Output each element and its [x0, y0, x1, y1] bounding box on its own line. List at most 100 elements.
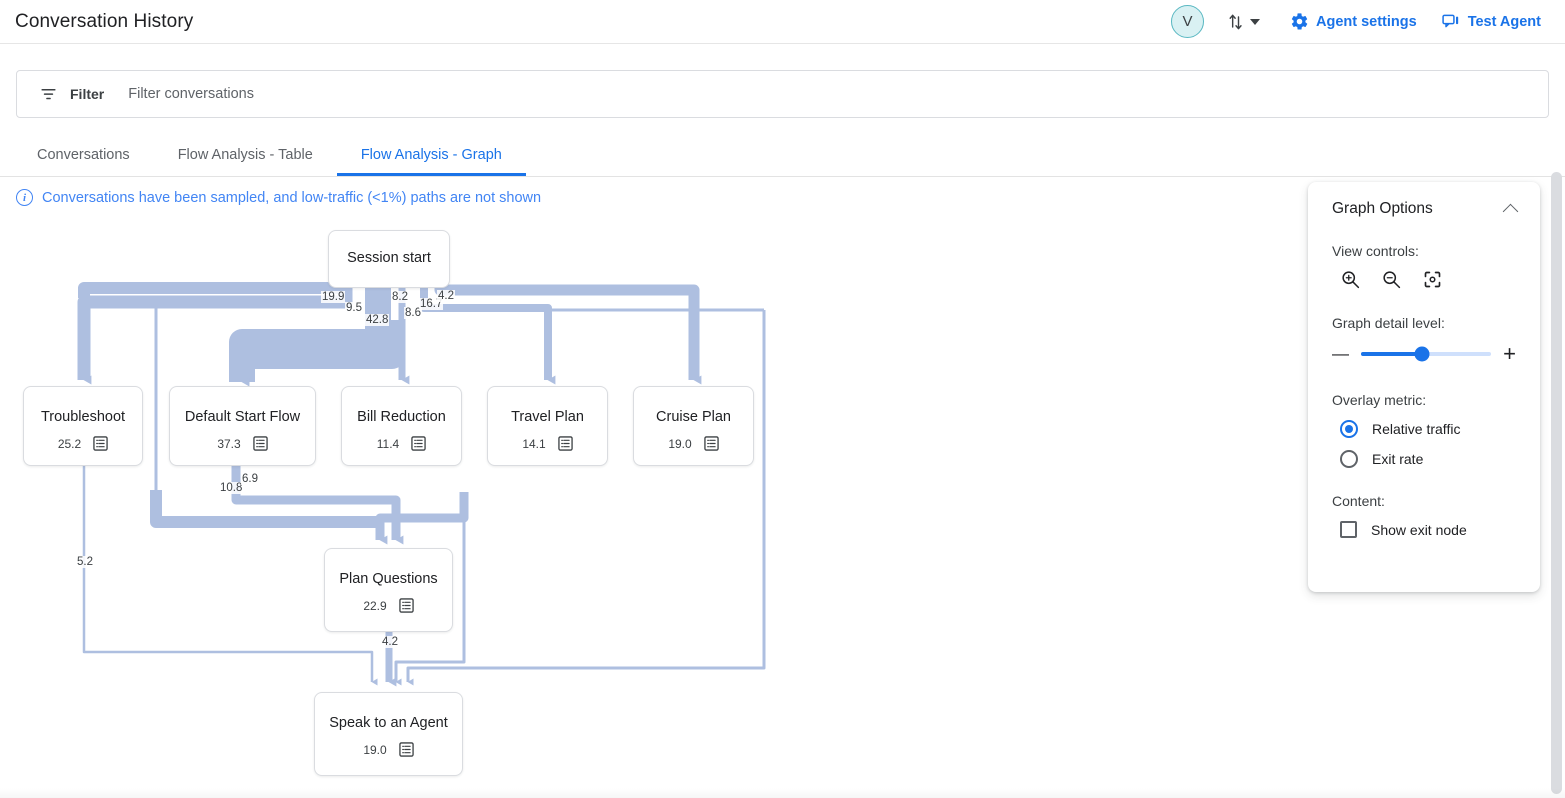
graph-node-label: Plan Questions — [339, 571, 438, 587]
sort-control[interactable] — [1226, 12, 1260, 32]
graph-node-bill-reduction[interactable]: Bill Reduction 11.4 — [341, 386, 462, 466]
graph-node-speak-to-an-agent[interactable]: Speak to an Agent 19.0 — [314, 692, 463, 776]
list-view-icon[interactable] — [398, 598, 414, 613]
graph-detail-level-label: Graph detail level: — [1332, 315, 1445, 331]
overlay-option-relative-traffic[interactable]: Relative traffic — [1340, 420, 1516, 438]
bottom-fade — [0, 788, 1565, 798]
page-title: Conversation History — [15, 10, 194, 32]
filter-input[interactable] — [126, 85, 727, 103]
chevron-down-icon — [1249, 18, 1260, 25]
edge-label-8-2: 8.2 — [391, 291, 409, 303]
graph-node-value: 19.0 — [668, 436, 692, 451]
list-view-icon[interactable] — [252, 436, 268, 451]
graph-node-label: Troubleshoot — [40, 409, 126, 425]
graph-detail-level-control: — + — [1332, 341, 1516, 367]
graph-node-troubleshoot[interactable]: Troubleshoot 25.2 — [23, 386, 143, 466]
graph-node-session-start[interactable]: Session start — [328, 230, 450, 288]
flow-graph-canvas[interactable]: Session start Troubleshoot 25.2 Default … — [0, 170, 1548, 798]
detail-slider-thumb[interactable] — [1414, 346, 1430, 362]
avatar[interactable]: V — [1170, 5, 1204, 38]
edge-label-10-8: 10.8 — [219, 482, 244, 494]
gear-icon — [1291, 13, 1308, 30]
filter-label: Filter — [70, 86, 105, 102]
edge-label-19-9: 19.9 — [321, 291, 346, 303]
tab-conversations[interactable]: Conversations — [37, 146, 130, 163]
test-agent-button[interactable]: Test Agent — [1441, 12, 1541, 32]
graph-node-value: 22.9 — [363, 598, 387, 613]
agent-settings-label: Agent settings — [1315, 13, 1417, 30]
graph-node-meta: 37.3 — [217, 436, 268, 451]
graph-node-label: Speak to an Agent — [329, 715, 448, 731]
graph-node-travel-plan[interactable]: Travel Plan 14.1 — [487, 386, 608, 466]
tab-flow-analysis-table[interactable]: Flow Analysis - Table — [177, 146, 313, 163]
graph-node-value: 19.0 — [363, 742, 387, 757]
list-view-icon[interactable] — [557, 436, 573, 451]
overlay-option-label: Relative traffic — [1372, 421, 1461, 437]
graph-node-label: Bill Reduction — [357, 409, 446, 425]
graph-node-plan-questions[interactable]: Plan Questions 22.9 — [324, 548, 453, 632]
graph-node-default-start-flow[interactable]: Default Start Flow 37.3 — [169, 386, 316, 466]
detail-slider[interactable] — [1361, 346, 1492, 362]
sampling-notice-text: Conversations have been sampled, and low… — [42, 189, 542, 206]
edge-label-6-9: 6.9 — [241, 473, 259, 485]
filter-bar[interactable]: Filter — [16, 70, 1549, 118]
tab-flow-analysis-graph[interactable]: Flow Analysis - Graph — [336, 133, 526, 176]
radio-exit-rate[interactable] — [1340, 450, 1358, 468]
edge-label-4-2-top: 4.2 — [437, 290, 455, 302]
graph-node-label: Session start — [347, 250, 431, 266]
chat-bubble-icon — [1442, 14, 1458, 27]
checkbox-show-exit-node[interactable] — [1340, 521, 1357, 538]
content-option-label: Show exit node — [1371, 521, 1467, 538]
zoom-in-icon[interactable] — [1340, 269, 1361, 290]
center-focus-icon[interactable] — [1422, 269, 1443, 290]
list-view-icon[interactable] — [398, 742, 414, 757]
content-label: Content: — [1332, 493, 1385, 509]
view-controls — [1340, 269, 1516, 290]
graph-options-panel: Graph Options View controls: Graph detai… — [1308, 182, 1540, 592]
vertical-scrollbar[interactable] — [1551, 172, 1562, 794]
graph-node-cruise-plan[interactable]: Cruise Plan 19.0 — [633, 386, 754, 466]
info-icon: i — [16, 189, 33, 206]
graph-node-value: 25.2 — [57, 436, 82, 451]
edge-label-9-5: 9.5 — [345, 302, 363, 314]
tab-strip: Conversations Flow Analysis - Table Flow… — [0, 133, 1565, 177]
radio-relative-traffic[interactable] — [1340, 420, 1358, 438]
graph-node-meta: 22.9 — [363, 598, 414, 613]
chevron-up-icon[interactable] — [1502, 203, 1519, 219]
header-actions: V Agent settings Test Agent — [1170, 0, 1565, 44]
detail-decrease-button[interactable]: — — [1332, 344, 1349, 363]
list-view-icon[interactable] — [703, 436, 719, 451]
graph-node-meta: 19.0 — [668, 436, 719, 451]
graph-options-title: Graph Options — [1332, 200, 1433, 217]
graph-node-label: Travel Plan — [511, 409, 584, 425]
avatar-initial: V — [1182, 13, 1193, 30]
filter-icon — [41, 88, 56, 99]
edge-label-8-6: 8.6 — [404, 307, 422, 319]
edge-label-5-2: 5.2 — [76, 556, 94, 568]
graph-node-value: 37.3 — [217, 436, 241, 451]
agent-settings-button[interactable]: Agent settings — [1290, 12, 1417, 31]
overlay-metric-label: Overlay metric: — [1332, 392, 1427, 408]
list-view-icon[interactable] — [411, 436, 426, 451]
view-controls-label: View controls: — [1332, 243, 1419, 259]
sort-arrows-icon — [1229, 14, 1242, 29]
graph-node-meta: 19.0 — [363, 742, 414, 757]
edge-label-42-8: 42.8 — [365, 314, 390, 326]
test-agent-label: Test Agent — [1467, 13, 1541, 30]
graph-node-value: 14.1 — [522, 436, 546, 451]
app-header: Conversation History V Agent settings — [0, 0, 1565, 44]
graph-node-meta: 14.1 — [522, 436, 573, 451]
list-view-icon[interactable] — [93, 436, 108, 451]
graph-options-header: Graph Options — [1332, 200, 1519, 219]
graph-node-value: 11.4 — [376, 436, 400, 451]
overlay-option-label: Exit rate — [1372, 451, 1424, 467]
content-option-show-exit-node[interactable]: Show exit node — [1340, 521, 1516, 538]
zoom-out-icon[interactable] — [1381, 269, 1402, 290]
graph-node-meta: 11.4 — [377, 436, 426, 451]
graph-node-label: Default Start Flow — [184, 409, 301, 425]
detail-increase-button[interactable]: + — [1503, 341, 1516, 366]
edge-label-4-2-bottom: 4.2 — [381, 636, 399, 648]
overlay-option-exit-rate[interactable]: Exit rate — [1340, 450, 1516, 468]
sampling-notice: i Conversations have been sampled, and l… — [16, 189, 541, 206]
detail-slider-fill — [1361, 352, 1423, 356]
